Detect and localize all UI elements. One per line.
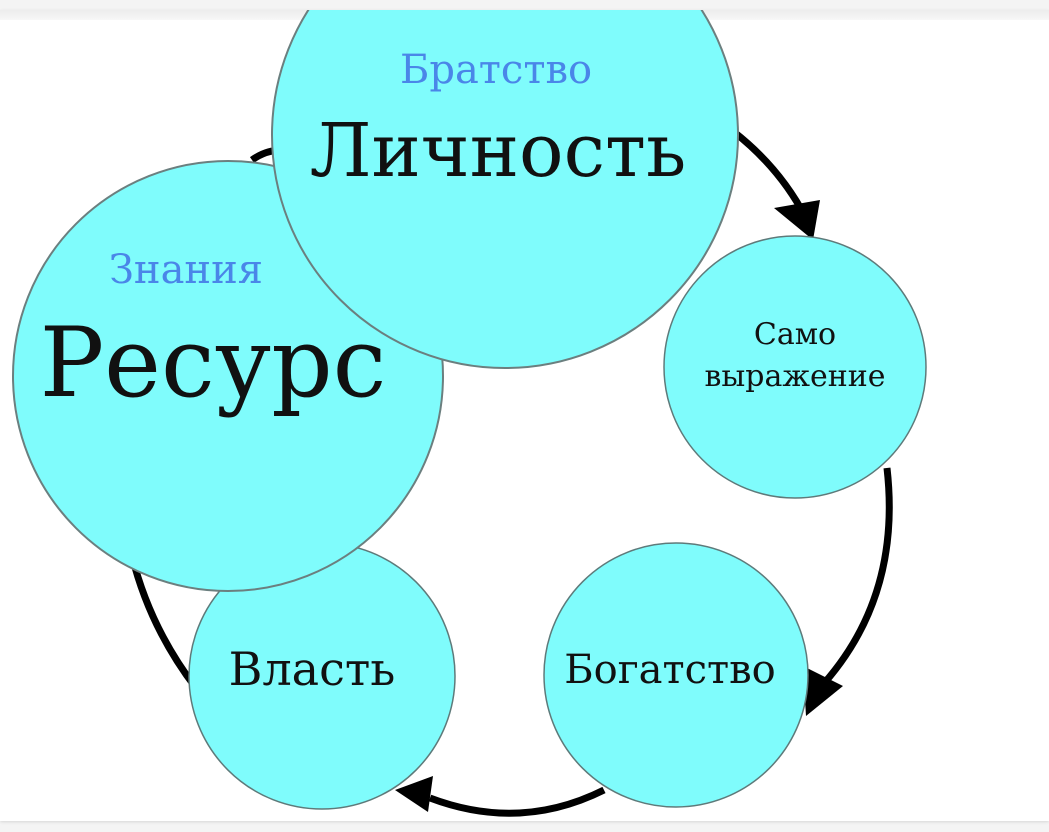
arrow-samovyrazhenie-to-bogatstvo xyxy=(815,467,893,693)
samovyrazhenie-line2: выражение xyxy=(705,359,886,394)
slide-canvas: Братство Личность Знания Ресурс Само выр… xyxy=(0,10,1049,821)
arrow-vlast-to-resurs xyxy=(128,555,199,691)
samovyrazhenie-line1: Само xyxy=(754,317,836,352)
arrowhead-to-bogatstvo xyxy=(803,666,843,716)
arrowhead-to-vlast xyxy=(395,776,433,812)
cycle-diagram: Братство Личность Знания Ресурс Само выр… xyxy=(12,10,927,817)
arrow-bogatstvo-to-vlast xyxy=(428,786,606,817)
node-lichnost xyxy=(271,10,739,369)
node-samovyrazhenie xyxy=(663,235,927,499)
resurs-subtitle: Знания xyxy=(109,247,263,293)
bogatstvo-title: Богатство xyxy=(564,647,776,693)
lichnost-title: Личность xyxy=(310,108,687,194)
node-bogatstvo xyxy=(543,542,809,808)
resurs-title: Ресурс xyxy=(40,307,387,419)
lichnost-subtitle: Братство xyxy=(400,47,592,93)
vlast-title: Власть xyxy=(229,642,396,696)
arrowhead-to-samovyrazhenie xyxy=(774,200,820,240)
